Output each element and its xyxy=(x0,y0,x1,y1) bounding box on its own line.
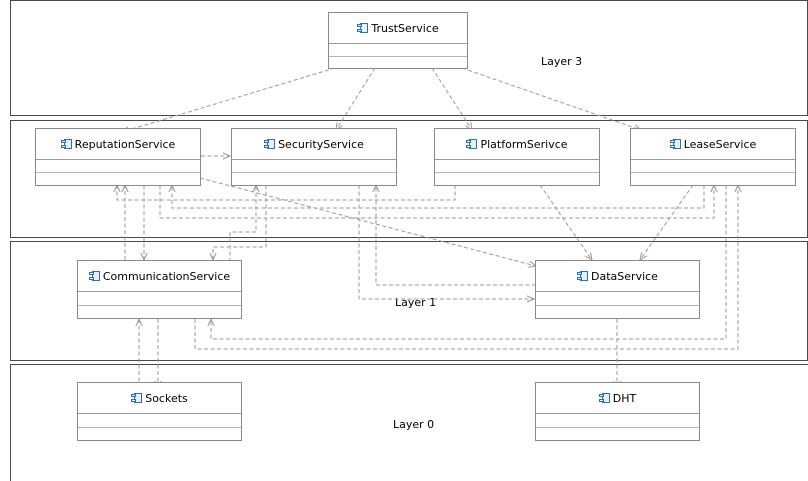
component-icon xyxy=(88,271,100,281)
component-icon xyxy=(466,139,478,149)
operations-compartment xyxy=(36,173,200,185)
attributes-compartment xyxy=(631,160,795,173)
component-name: LeaseService xyxy=(683,137,757,151)
component-name: Sockets xyxy=(145,391,188,405)
communication-service-component[interactable]: CommunicationService xyxy=(77,260,242,319)
attributes-compartment xyxy=(435,160,599,173)
operations-compartment xyxy=(435,173,599,185)
security-service-component[interactable]: SecurityService xyxy=(231,128,397,186)
component-name: ReputationService xyxy=(74,137,176,151)
component-icon xyxy=(131,393,143,403)
operations-compartment xyxy=(232,173,396,185)
operations-compartment xyxy=(536,306,699,319)
operations-compartment xyxy=(329,57,467,69)
component-name: PlatformSerivce xyxy=(480,137,568,151)
operations-compartment xyxy=(536,428,699,441)
operations-compartment xyxy=(78,428,241,441)
layer-1-label: Layer 1 xyxy=(395,296,437,309)
layer-3-label: Layer 3 xyxy=(541,55,583,68)
component-icon xyxy=(264,139,276,149)
component-icon xyxy=(577,271,589,281)
trust-service-component[interactable]: TrustService xyxy=(328,12,468,69)
attributes-compartment xyxy=(78,414,241,428)
layer-0-label: Layer 0 xyxy=(393,418,435,431)
layer-0-frame xyxy=(10,364,808,481)
dht-component[interactable]: DHT xyxy=(535,382,700,441)
component-icon xyxy=(357,23,369,33)
component-name: DHT xyxy=(612,391,637,405)
attributes-compartment xyxy=(232,160,396,173)
platform-service-component[interactable]: PlatformSerivce xyxy=(434,128,600,186)
attributes-compartment xyxy=(329,44,467,57)
component-name: CommunicationService xyxy=(102,269,231,283)
reputation-service-component[interactable]: ReputationService xyxy=(35,128,201,186)
operations-compartment xyxy=(631,173,795,185)
component-name: TrustService xyxy=(371,21,439,35)
attributes-compartment xyxy=(536,414,699,428)
attributes-compartment xyxy=(536,292,699,306)
attributes-compartment xyxy=(78,292,241,306)
lease-service-component[interactable]: LeaseService xyxy=(630,128,796,186)
attributes-compartment xyxy=(36,160,200,173)
component-icon xyxy=(598,393,610,403)
component-name: DataService xyxy=(591,269,658,283)
component-icon xyxy=(60,139,72,149)
data-service-component[interactable]: DataService xyxy=(535,260,700,319)
component-icon xyxy=(669,139,681,149)
sockets-component[interactable]: Sockets xyxy=(77,382,242,441)
component-name: SecurityService xyxy=(278,137,364,151)
operations-compartment xyxy=(78,306,241,319)
